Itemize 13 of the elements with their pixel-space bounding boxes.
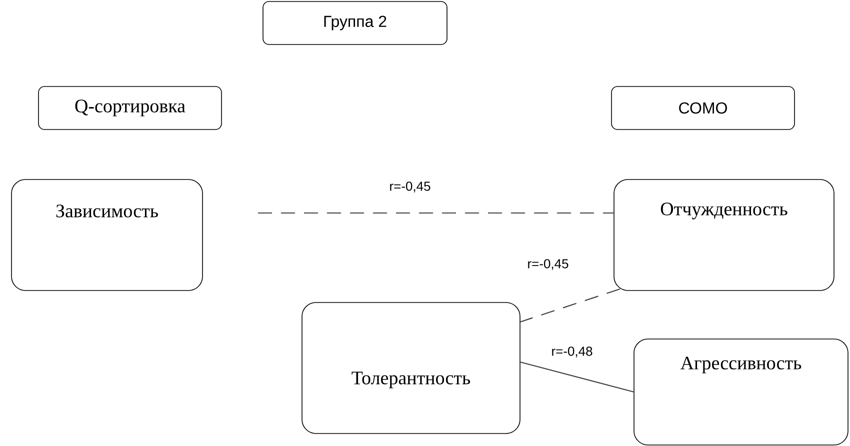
rounded-box: Отчужденность (614, 179, 834, 291)
connector-line (520, 361, 634, 393)
rounded-box: Толерантность (302, 302, 520, 434)
edge-label: r=-0,45 (528, 259, 568, 270)
edge-label: r=-0,45 (390, 182, 430, 192)
rounded-box: Q-сортировка (38, 86, 222, 130)
rounded-box: Агрессивность (634, 338, 848, 446)
rounded-box: Группа 2 (262, 1, 448, 45)
edge-label: r=-0,48 (552, 346, 592, 358)
connector-line (520, 288, 620, 323)
connector-line (258, 212, 614, 214)
rounded-box: СОМО (611, 86, 795, 130)
rounded-box: Зависимость (11, 179, 203, 291)
